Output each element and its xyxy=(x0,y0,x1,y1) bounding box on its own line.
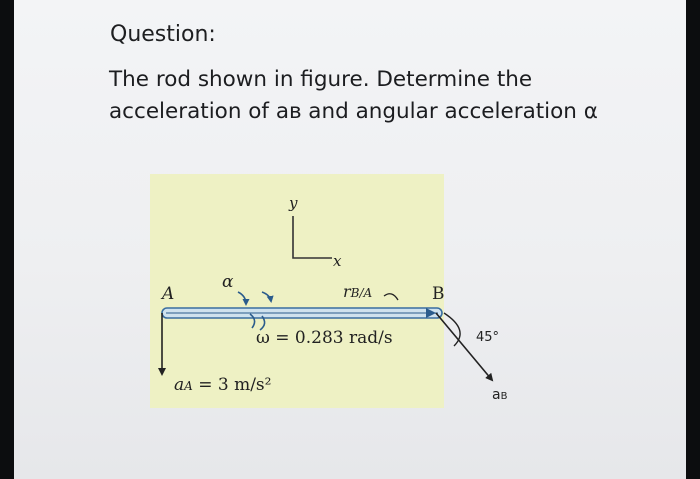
r-ba-arrow xyxy=(383,293,399,301)
alpha-arc-2 xyxy=(261,291,274,303)
rod-figure: y x A B α rB/A ω = 0.283 rad/s aA = 3 m/… xyxy=(150,174,445,408)
point-b-label: B xyxy=(432,284,445,304)
r-ba-subscript: B/A xyxy=(350,286,373,300)
angle-arc xyxy=(443,312,461,347)
a-b-line xyxy=(435,312,494,382)
a-a-symbol: a xyxy=(174,375,185,395)
omega-arc xyxy=(249,313,256,329)
angle-label: 45° xyxy=(476,330,500,345)
omega-label: ω = 0.283 rad/s xyxy=(256,328,393,348)
axis-x-label: x xyxy=(333,252,342,270)
a-b-label: aB xyxy=(492,388,507,402)
question-line-1: The rod shown in figure. Determine the xyxy=(109,67,533,92)
b-acceleration-diagram xyxy=(435,312,494,382)
a-a-subscript: A xyxy=(184,379,193,393)
coordinate-axes xyxy=(292,216,332,259)
a-a-value: = 3 m/s² xyxy=(198,375,272,395)
question-heading: Question: xyxy=(110,22,216,47)
a-b-subscript: B xyxy=(500,391,508,402)
point-a-label: A xyxy=(162,284,175,304)
alpha-arc xyxy=(237,291,250,306)
axis-y-label: y xyxy=(289,194,298,212)
a-a-label: aA = 3 m/s² xyxy=(174,377,271,394)
a-b-symbol: a xyxy=(492,387,501,403)
r-ba-symbol: r xyxy=(343,282,351,301)
omega-arc-2 xyxy=(259,315,266,331)
rod-diagram xyxy=(158,216,443,376)
b-end-marker xyxy=(426,308,436,318)
alpha-label: α xyxy=(222,272,234,292)
r-ba-label: rB/A xyxy=(343,284,372,300)
question-line-2: acceleration of aʙ and angular accelerat… xyxy=(109,99,598,124)
screen: Question: The rod shown in figure. Deter… xyxy=(14,0,686,479)
question-text: The rod shown in figure. Determine the a… xyxy=(109,64,629,128)
